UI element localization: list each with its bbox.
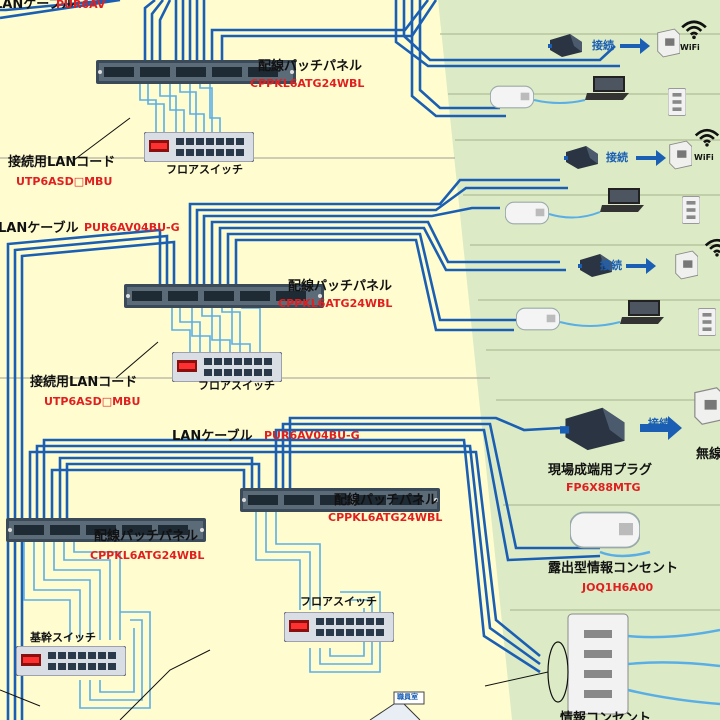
floor1-cord-leader bbox=[73, 117, 131, 161]
plug-label: 現場成端用プラグ bbox=[548, 463, 653, 478]
floor2-trunk-cables bbox=[6, 178, 568, 720]
outlet-icon bbox=[516, 307, 560, 331]
connect-label: 接続 bbox=[648, 417, 670, 430]
wireless-ap-icon bbox=[694, 387, 720, 425]
tag-label: 職員室 bbox=[397, 693, 418, 701]
wireless-ap-icon bbox=[669, 140, 692, 170]
outlet-label: 露出型情報コンセント bbox=[548, 561, 679, 576]
floor1-cable-label: LANケーブル bbox=[0, 0, 75, 12]
connect-label: 接続 bbox=[592, 39, 614, 52]
floor1-panel-label: 配線パッチパネル bbox=[258, 59, 363, 74]
wireless-ap-icon bbox=[675, 250, 698, 280]
wifi-label: WiFi bbox=[680, 43, 700, 52]
floor2-cord-label: 接続用LANコード bbox=[30, 375, 138, 390]
floor1-floor-switch bbox=[144, 132, 254, 162]
floor1-cord-label: 接続用LANコード bbox=[8, 155, 116, 170]
floor2-cord-part: UTP6ASD□MBU bbox=[44, 395, 141, 408]
tag-box bbox=[393, 691, 425, 705]
wireless-ap-icon bbox=[657, 28, 680, 58]
floor1-panel-part: CPPKL6ATG24WBL bbox=[250, 77, 365, 90]
wallplate-icon bbox=[668, 88, 686, 116]
floor1-cord-part: UTP6ASD□MBU bbox=[16, 175, 113, 188]
floor1-cable-part: PUR6AV bbox=[56, 0, 106, 11]
floor2-switch-label: フロアスイッチ bbox=[198, 379, 275, 392]
floor3-right-panel-part: CPPKL6ATG24WBL bbox=[328, 511, 443, 524]
floor2-cable-label: LANケーブル bbox=[0, 221, 79, 236]
floor3-cable-part: PUR6AV04BU-G bbox=[264, 429, 360, 442]
floor1-trunk-cables bbox=[0, 0, 620, 118]
connect-label: 接続 bbox=[600, 259, 622, 272]
room-devices bbox=[369, 20, 720, 720]
floor3-left-panel-part: CPPKL6ATG24WBL bbox=[90, 549, 205, 562]
floor2-cable-part: PUR6AV04BU-G bbox=[84, 221, 180, 234]
wallplate-icon bbox=[698, 308, 716, 336]
floor1-patch-cords bbox=[139, 78, 221, 142]
floor3-left-panel-label: 配線パッチパネル bbox=[94, 529, 199, 544]
floor2-cord-leader bbox=[115, 341, 159, 379]
wallplate-icon bbox=[567, 613, 629, 715]
connect-label: 接続 bbox=[606, 151, 628, 164]
outlet-icon bbox=[570, 511, 640, 549]
outlet-icon bbox=[505, 201, 549, 225]
outlet-part: JOQ1H6A00 bbox=[582, 581, 654, 594]
floor3-trunk-cables bbox=[28, 416, 601, 674]
floor1-switch-label: フロアスイッチ bbox=[166, 163, 243, 176]
floor3-right-panel-label: 配線パッチパネル bbox=[334, 493, 439, 508]
floor2-panel-label: 配線パッチパネル bbox=[288, 279, 393, 294]
floor3-uplinks bbox=[0, 649, 211, 720]
wallplate-icon bbox=[682, 196, 700, 224]
outlet-icon bbox=[490, 85, 534, 109]
floor3-cable-label: LANケーブル bbox=[172, 429, 253, 444]
floor3-core-switch bbox=[16, 646, 126, 676]
floor3-floor-switch-label: フロアスイッチ bbox=[300, 595, 377, 608]
floor3-core-switch-label: 基幹スイッチ bbox=[30, 631, 96, 644]
floor2-patch-cords bbox=[171, 302, 261, 360]
floor2-panel-part: CPPKL6ATG24WBL bbox=[278, 297, 393, 310]
floor-dividers bbox=[0, 157, 490, 379]
bottom-outlet-label: 情報コンセント bbox=[560, 711, 652, 720]
wireless-label: 無線 bbox=[696, 447, 720, 462]
floor3-patch-cords bbox=[23, 512, 381, 709]
plug-part: FP6X88MTG bbox=[566, 481, 641, 494]
floor3-floor-switch bbox=[284, 612, 394, 642]
wifi-label: WiFi bbox=[694, 153, 714, 162]
floor2-floor-switch bbox=[172, 352, 282, 382]
